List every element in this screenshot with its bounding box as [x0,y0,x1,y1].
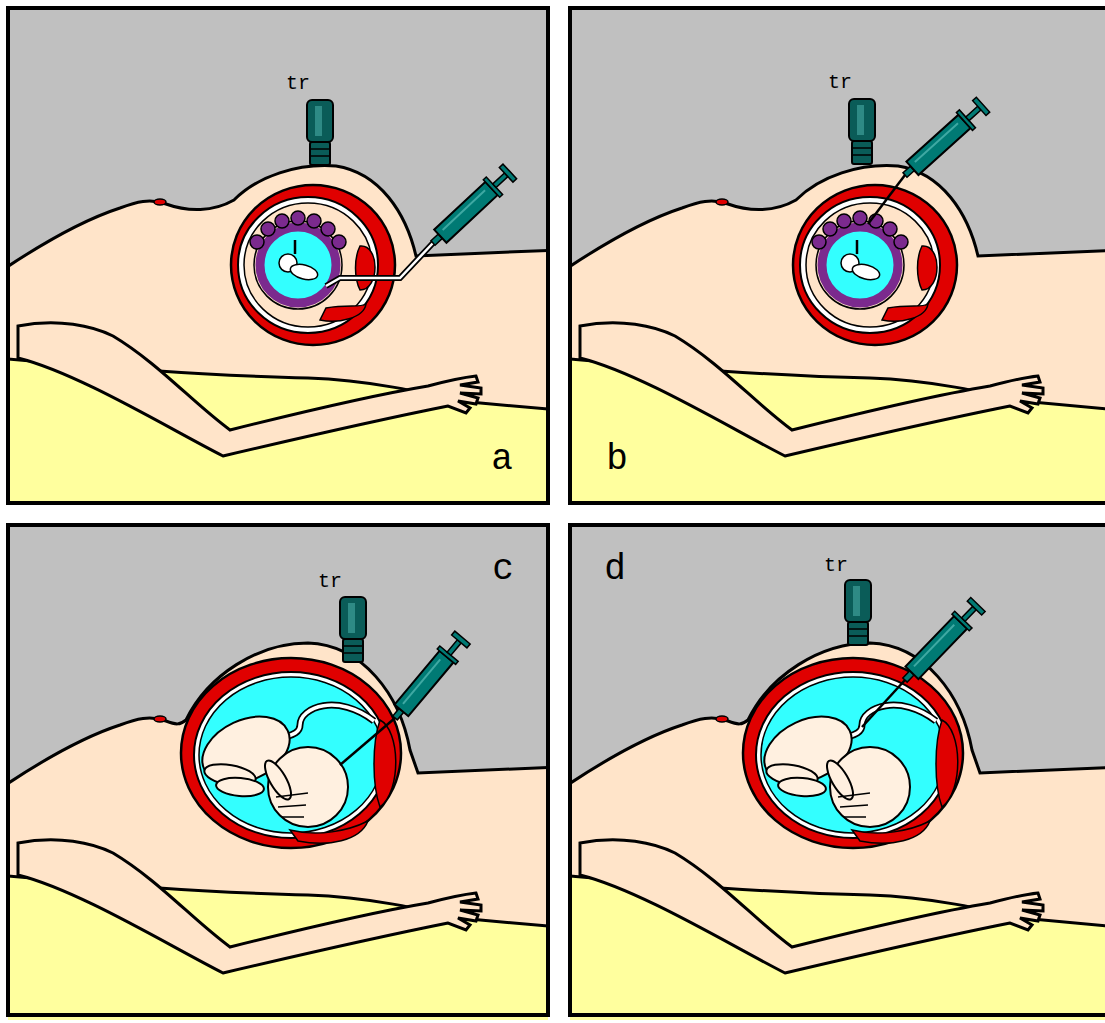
transducer [845,580,871,645]
panel-letter: d [604,552,626,588]
transducer-label: tr [828,73,852,93]
arm [580,323,1043,456]
nipple [154,199,166,205]
panel-frame [8,525,548,1015]
transducer-label: tr [318,572,342,592]
panel [0,8,568,518]
panel [0,525,568,1023]
panel-frame [570,525,1105,1015]
syringe [897,96,991,184]
uterus [793,185,957,345]
panel-frame [8,8,548,503]
transducer [307,100,333,165]
panel-frame [570,8,1105,503]
nipple [716,199,728,205]
syringe [896,596,986,688]
uterus [231,185,395,345]
catheter [326,243,433,286]
nipple [154,716,166,722]
syringe [425,163,518,252]
panel-letter: b [606,442,628,478]
panel-letter: a [491,442,513,478]
transducer-label: tr [824,556,848,576]
uterus [743,658,963,848]
transducer [849,99,875,164]
nipple [716,716,728,722]
syringe [386,630,472,726]
panel [560,8,1105,518]
uterus [181,658,401,848]
panel-letter: c [492,552,514,588]
arm [18,840,481,973]
transducer-label: tr [286,74,310,94]
arm [580,840,1043,973]
catheter-outline [326,243,433,286]
needle [862,680,905,727]
needle [340,718,395,765]
panel [560,525,1105,1023]
transducer [340,597,366,662]
arm [18,323,481,456]
needle [868,175,905,224]
